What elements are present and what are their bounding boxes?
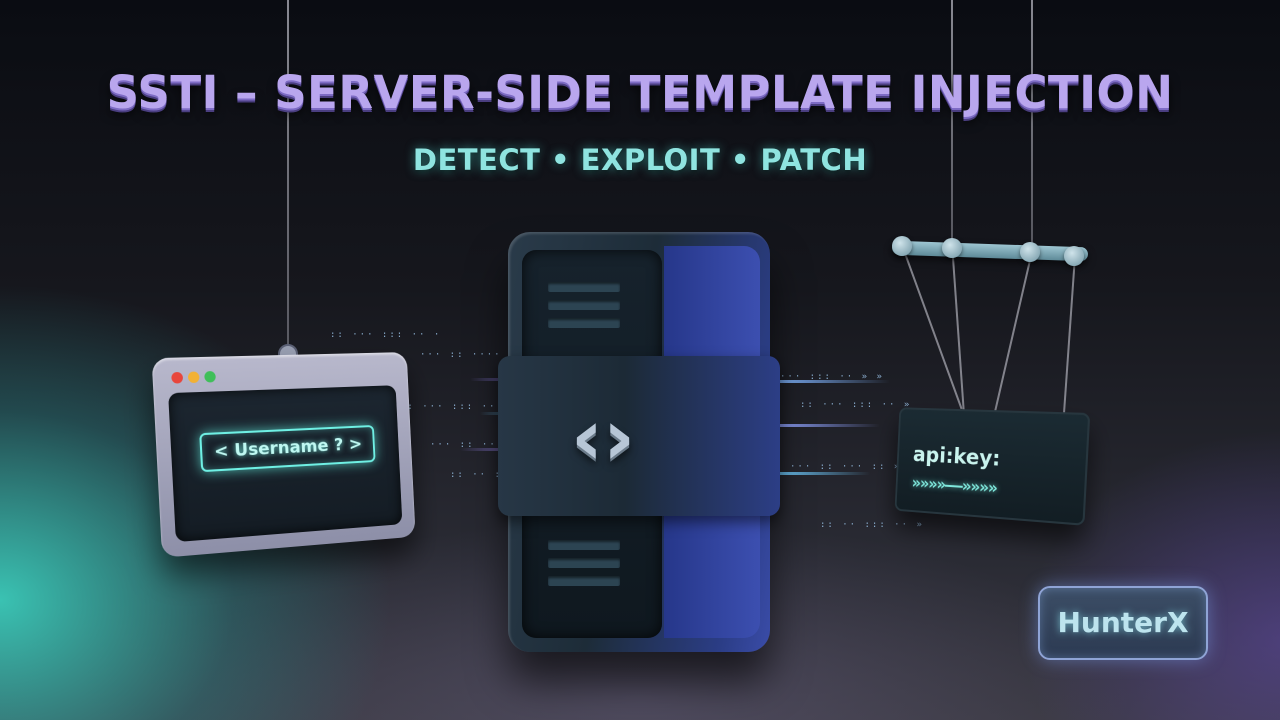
data-stream: :: ·· ::: ·· » xyxy=(820,520,924,530)
server-vent xyxy=(548,318,620,328)
server-core-module xyxy=(498,356,780,516)
api-key-label: api:key: xyxy=(912,442,1001,471)
api-key-value: »»»»——»»»» xyxy=(911,473,998,499)
username-input[interactable]: < Username ? > xyxy=(199,424,376,473)
data-stream: ··· :: ···· : xyxy=(420,350,517,360)
control-knob xyxy=(892,236,912,256)
data-stream: ··· :: ··· :: » xyxy=(790,462,902,472)
puppet-control-bar xyxy=(891,240,1089,262)
control-knob xyxy=(1064,246,1084,266)
string-right-1 xyxy=(951,0,953,248)
hunterx-badge: HunterX xyxy=(1038,586,1208,660)
api-key-panel: api:key: »»»»——»»»» xyxy=(894,407,1091,526)
control-string-4 xyxy=(1062,258,1076,429)
minimize-dot-icon[interactable] xyxy=(187,371,200,384)
control-knob xyxy=(1020,242,1040,262)
window-controls xyxy=(171,370,216,384)
server-vent xyxy=(548,282,620,292)
data-stream: ··· ::: ·· » » xyxy=(780,372,884,382)
control-knob xyxy=(942,238,962,258)
data-beam xyxy=(770,380,890,383)
data-stream: :: ·· ::: · xyxy=(450,470,532,480)
string-left xyxy=(287,0,289,352)
data-beam xyxy=(770,472,870,475)
server-vent xyxy=(548,558,620,568)
maximize-dot-icon[interactable] xyxy=(204,370,216,383)
data-stream: :: ··· ::: ·· · xyxy=(330,330,442,340)
page-subtitle: DETECT • EXPLOIT • PATCH xyxy=(412,143,868,177)
data-stream: :: ··· ::: ·· » xyxy=(800,400,912,410)
browser-screen: < Username ? > xyxy=(168,385,403,543)
server-vent xyxy=(548,540,620,550)
data-stream: ··· :: ··· :: · xyxy=(430,440,542,450)
code-brackets-icon: ‹› xyxy=(570,393,636,483)
string-right-2 xyxy=(1031,0,1033,248)
close-dot-icon[interactable] xyxy=(171,371,184,384)
server-vent xyxy=(548,576,620,586)
data-stream: :: ··· ::: ··· xyxy=(400,402,504,412)
data-beam xyxy=(770,424,880,427)
browser-window: < Username ? > xyxy=(151,352,416,558)
page-title: SSTI – SERVER-SIDE TEMPLATE INJECTION xyxy=(106,66,1174,119)
server-vent xyxy=(548,300,620,310)
